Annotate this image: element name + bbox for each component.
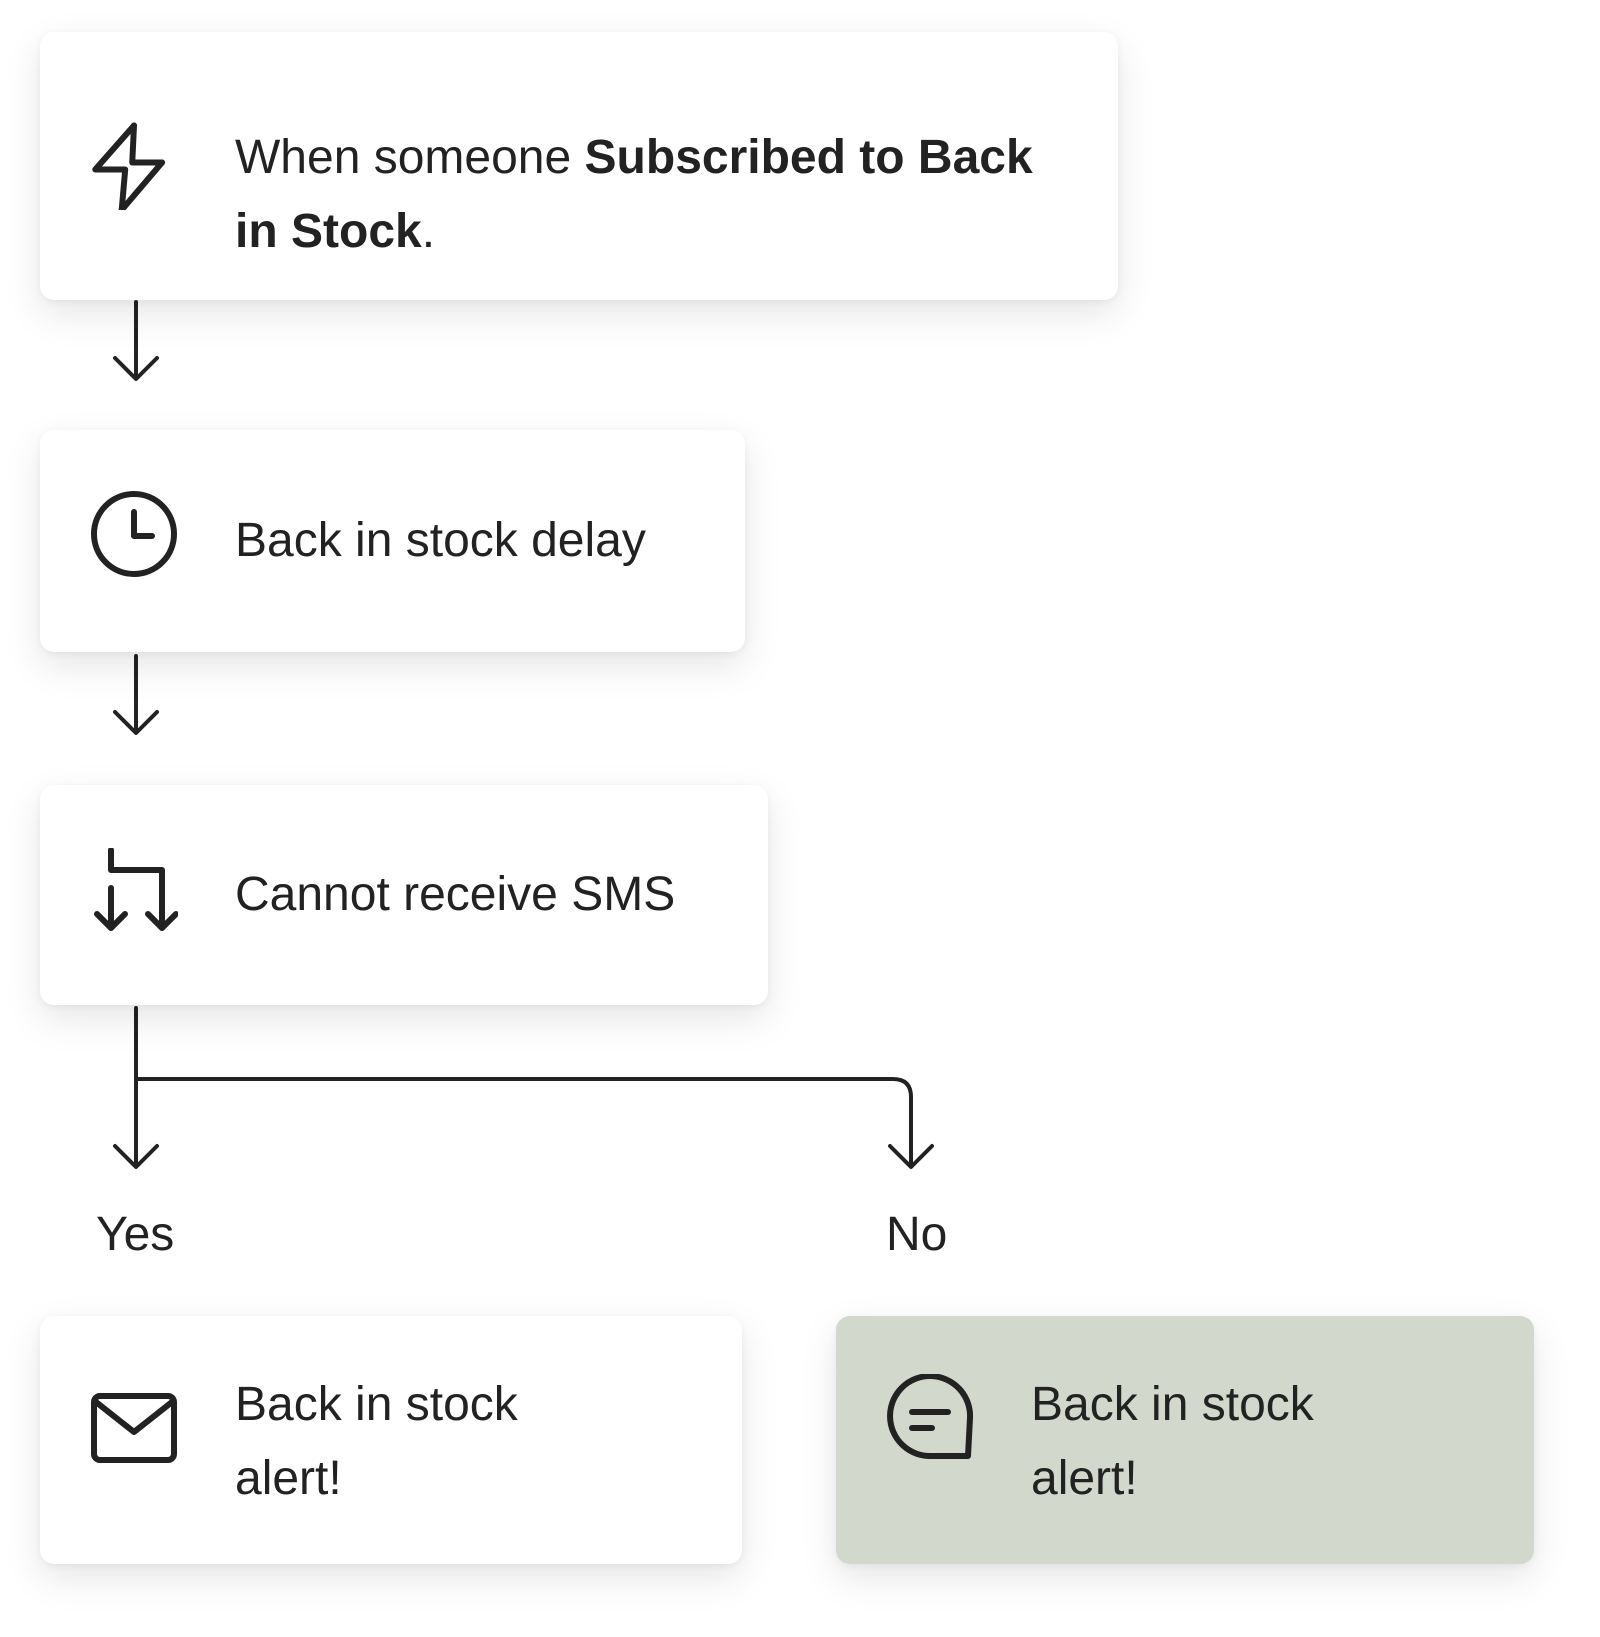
email-action-card[interactable]: Back in stock alert! <box>40 1316 742 1564</box>
split-arrows-icon <box>90 848 178 936</box>
split-card[interactable]: Cannot receive SMS <box>40 785 768 1005</box>
split-label: Cannot receive SMS <box>235 868 676 921</box>
delay-label: Back in stock delay <box>235 514 646 567</box>
trigger-text: When someone Subscribed to Back in Stock… <box>235 121 1035 269</box>
connector-arrow-yes <box>113 1006 159 1169</box>
trigger-prefix: When someone <box>235 131 585 184</box>
chat-bubble-icon <box>886 1374 974 1462</box>
delay-card[interactable]: Back in stock delay <box>40 430 745 652</box>
trigger-event: Subscribed to Back in Stock <box>235 131 1033 258</box>
connector-arrow-1 <box>113 300 159 381</box>
connector-arrow-no <box>134 1077 934 1169</box>
envelope-icon <box>90 1384 178 1472</box>
connector-arrow-2 <box>113 654 159 735</box>
branch-label-yes: Yes <box>96 1208 175 1261</box>
trigger-suffix: . <box>421 205 436 258</box>
lightning-bolt-icon <box>90 122 178 210</box>
clock-icon <box>90 490 178 578</box>
sms-action-card[interactable]: Back in stock alert! <box>836 1316 1534 1564</box>
branch-label-no: No <box>886 1208 948 1261</box>
trigger-card[interactable]: When someone Subscribed to Back in Stock… <box>40 32 1118 300</box>
email-action-label: Back in stock alert! <box>235 1378 518 1505</box>
sms-action-label: Back in stock alert! <box>1031 1378 1314 1505</box>
